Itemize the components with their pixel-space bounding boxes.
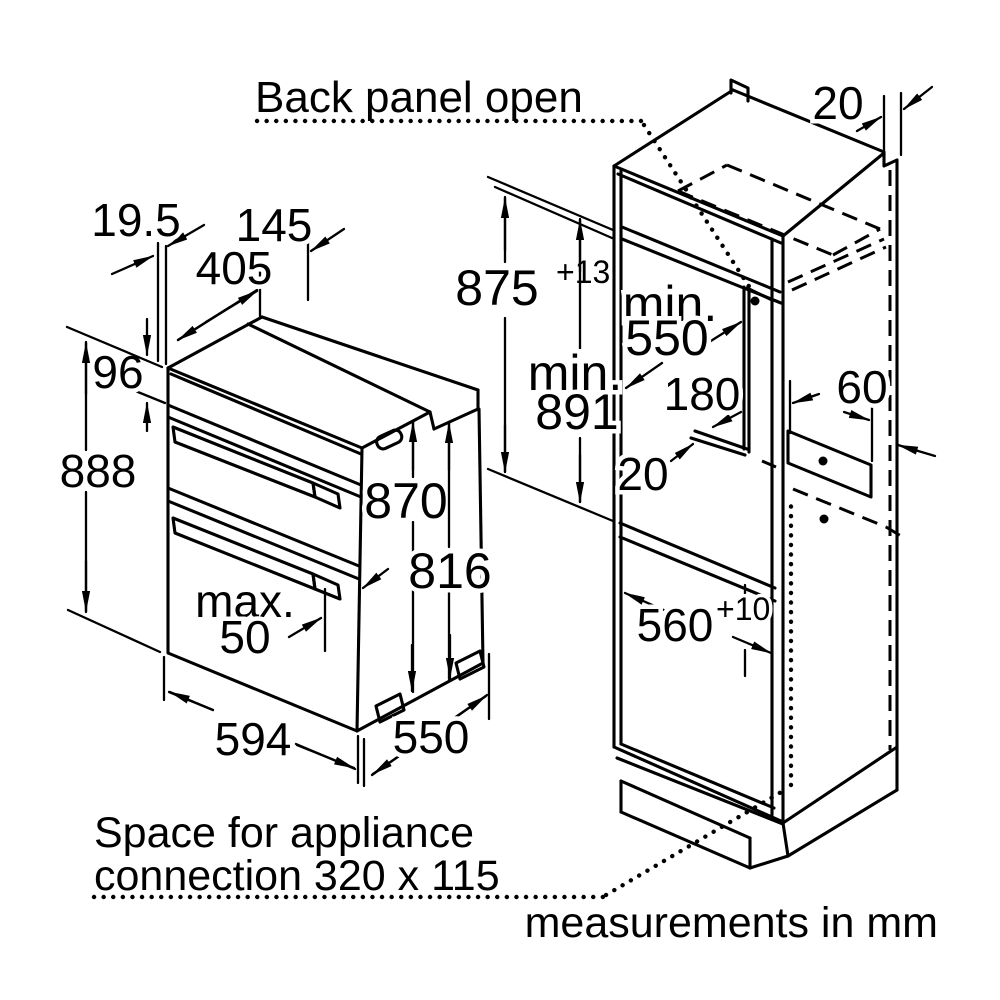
back-panel-open-label: Back panel open (255, 73, 583, 122)
dimension-shelf-gap-20: 20 (613, 442, 695, 505)
dim-20-niche-label: 20 (617, 448, 668, 500)
dimension-rear-height-816: 816 (404, 420, 496, 681)
dimension-overall-height-888: 888 (55, 325, 164, 654)
dimension-rail-180: 180 (659, 364, 745, 429)
dimension-top-rear-depth-145: 145 (231, 195, 346, 302)
dimension-top-front-depth-405: 405 (176, 238, 277, 342)
dim-180-label: 180 (664, 368, 741, 420)
space-note-line2: connection 320 x 115 (94, 852, 500, 900)
dimension-back-panel-arrow (896, 443, 937, 458)
oven-foot-front (374, 692, 406, 724)
dimension-back-gap-20-top: 20 (808, 73, 934, 157)
dimension-front-thickness-19-5: 19.5 (87, 190, 206, 366)
dim-145-label: 145 (236, 199, 313, 251)
cabinet-plinth (619, 745, 899, 870)
side-vent-slot (375, 428, 404, 451)
dim-816-label: 816 (408, 543, 491, 599)
open-back-dashed-lines (677, 163, 902, 750)
dim-550-cabinet-label: 550 (625, 310, 708, 366)
dim-405-label: 405 (196, 242, 273, 294)
dim-20-top-label: 20 (812, 77, 863, 129)
dimension-body-height-870: 870 (360, 419, 452, 694)
back-panel-top-tab (729, 78, 750, 103)
dimension-width-594: 594 (162, 655, 366, 788)
connection-note-leader (91, 496, 794, 900)
dimension-panel-height-96: 96 (88, 317, 167, 433)
dim-550-oven-label: 550 (393, 711, 470, 763)
dim-875-label: 875 (455, 260, 538, 316)
dim-60-label: 60 (836, 361, 887, 413)
dim-870-label: 870 (364, 473, 447, 529)
dim-min-550-prefix: min. (623, 276, 717, 332)
oven-front-face (166, 366, 364, 733)
dimension-niche-height-875: 875 +13 (451, 175, 615, 523)
dimension-niche-width-560: 560 +10 (623, 583, 774, 678)
dim-891-label: 891 (535, 384, 618, 440)
dim-875-tolerance: +13 (556, 254, 610, 290)
units-note: measurements in mm (525, 899, 938, 947)
dimension-depth-550: 550 (370, 652, 491, 777)
dim-max-label: max. (195, 575, 295, 627)
connection-dot-lower (819, 514, 829, 524)
connection-hatch-area (786, 429, 873, 499)
upper-door-handle (171, 425, 342, 510)
dim-96-label: 96 (92, 346, 143, 398)
connection-dot-hatch (818, 456, 828, 466)
cabinet-drawing (612, 78, 902, 870)
dimension-handle-max-50: max. 50 (191, 567, 390, 668)
connection-dot-upper (750, 296, 760, 306)
back-panel-open-leader (254, 118, 755, 294)
dimension-min-height-891: min. 891 (523, 217, 627, 504)
oven-foot-rear (454, 649, 486, 681)
dim-50-label: 50 (219, 611, 270, 663)
dim-19-5-label: 19.5 (91, 194, 181, 246)
lower-door-handle (171, 516, 342, 601)
dim-888-label: 888 (60, 445, 137, 497)
dim-594-label: 594 (215, 713, 292, 765)
oven-drawing (166, 315, 486, 733)
space-note-line1: Space for appliance (94, 809, 474, 857)
dimension-connection-60: 60 (788, 357, 892, 463)
dim-min-891-prefix: min. (528, 345, 622, 401)
dim-560-tolerance: +10 (716, 591, 770, 627)
dimension-min-depth-550: min. 550 (618, 272, 743, 390)
dim-560-label: 560 (637, 599, 714, 651)
